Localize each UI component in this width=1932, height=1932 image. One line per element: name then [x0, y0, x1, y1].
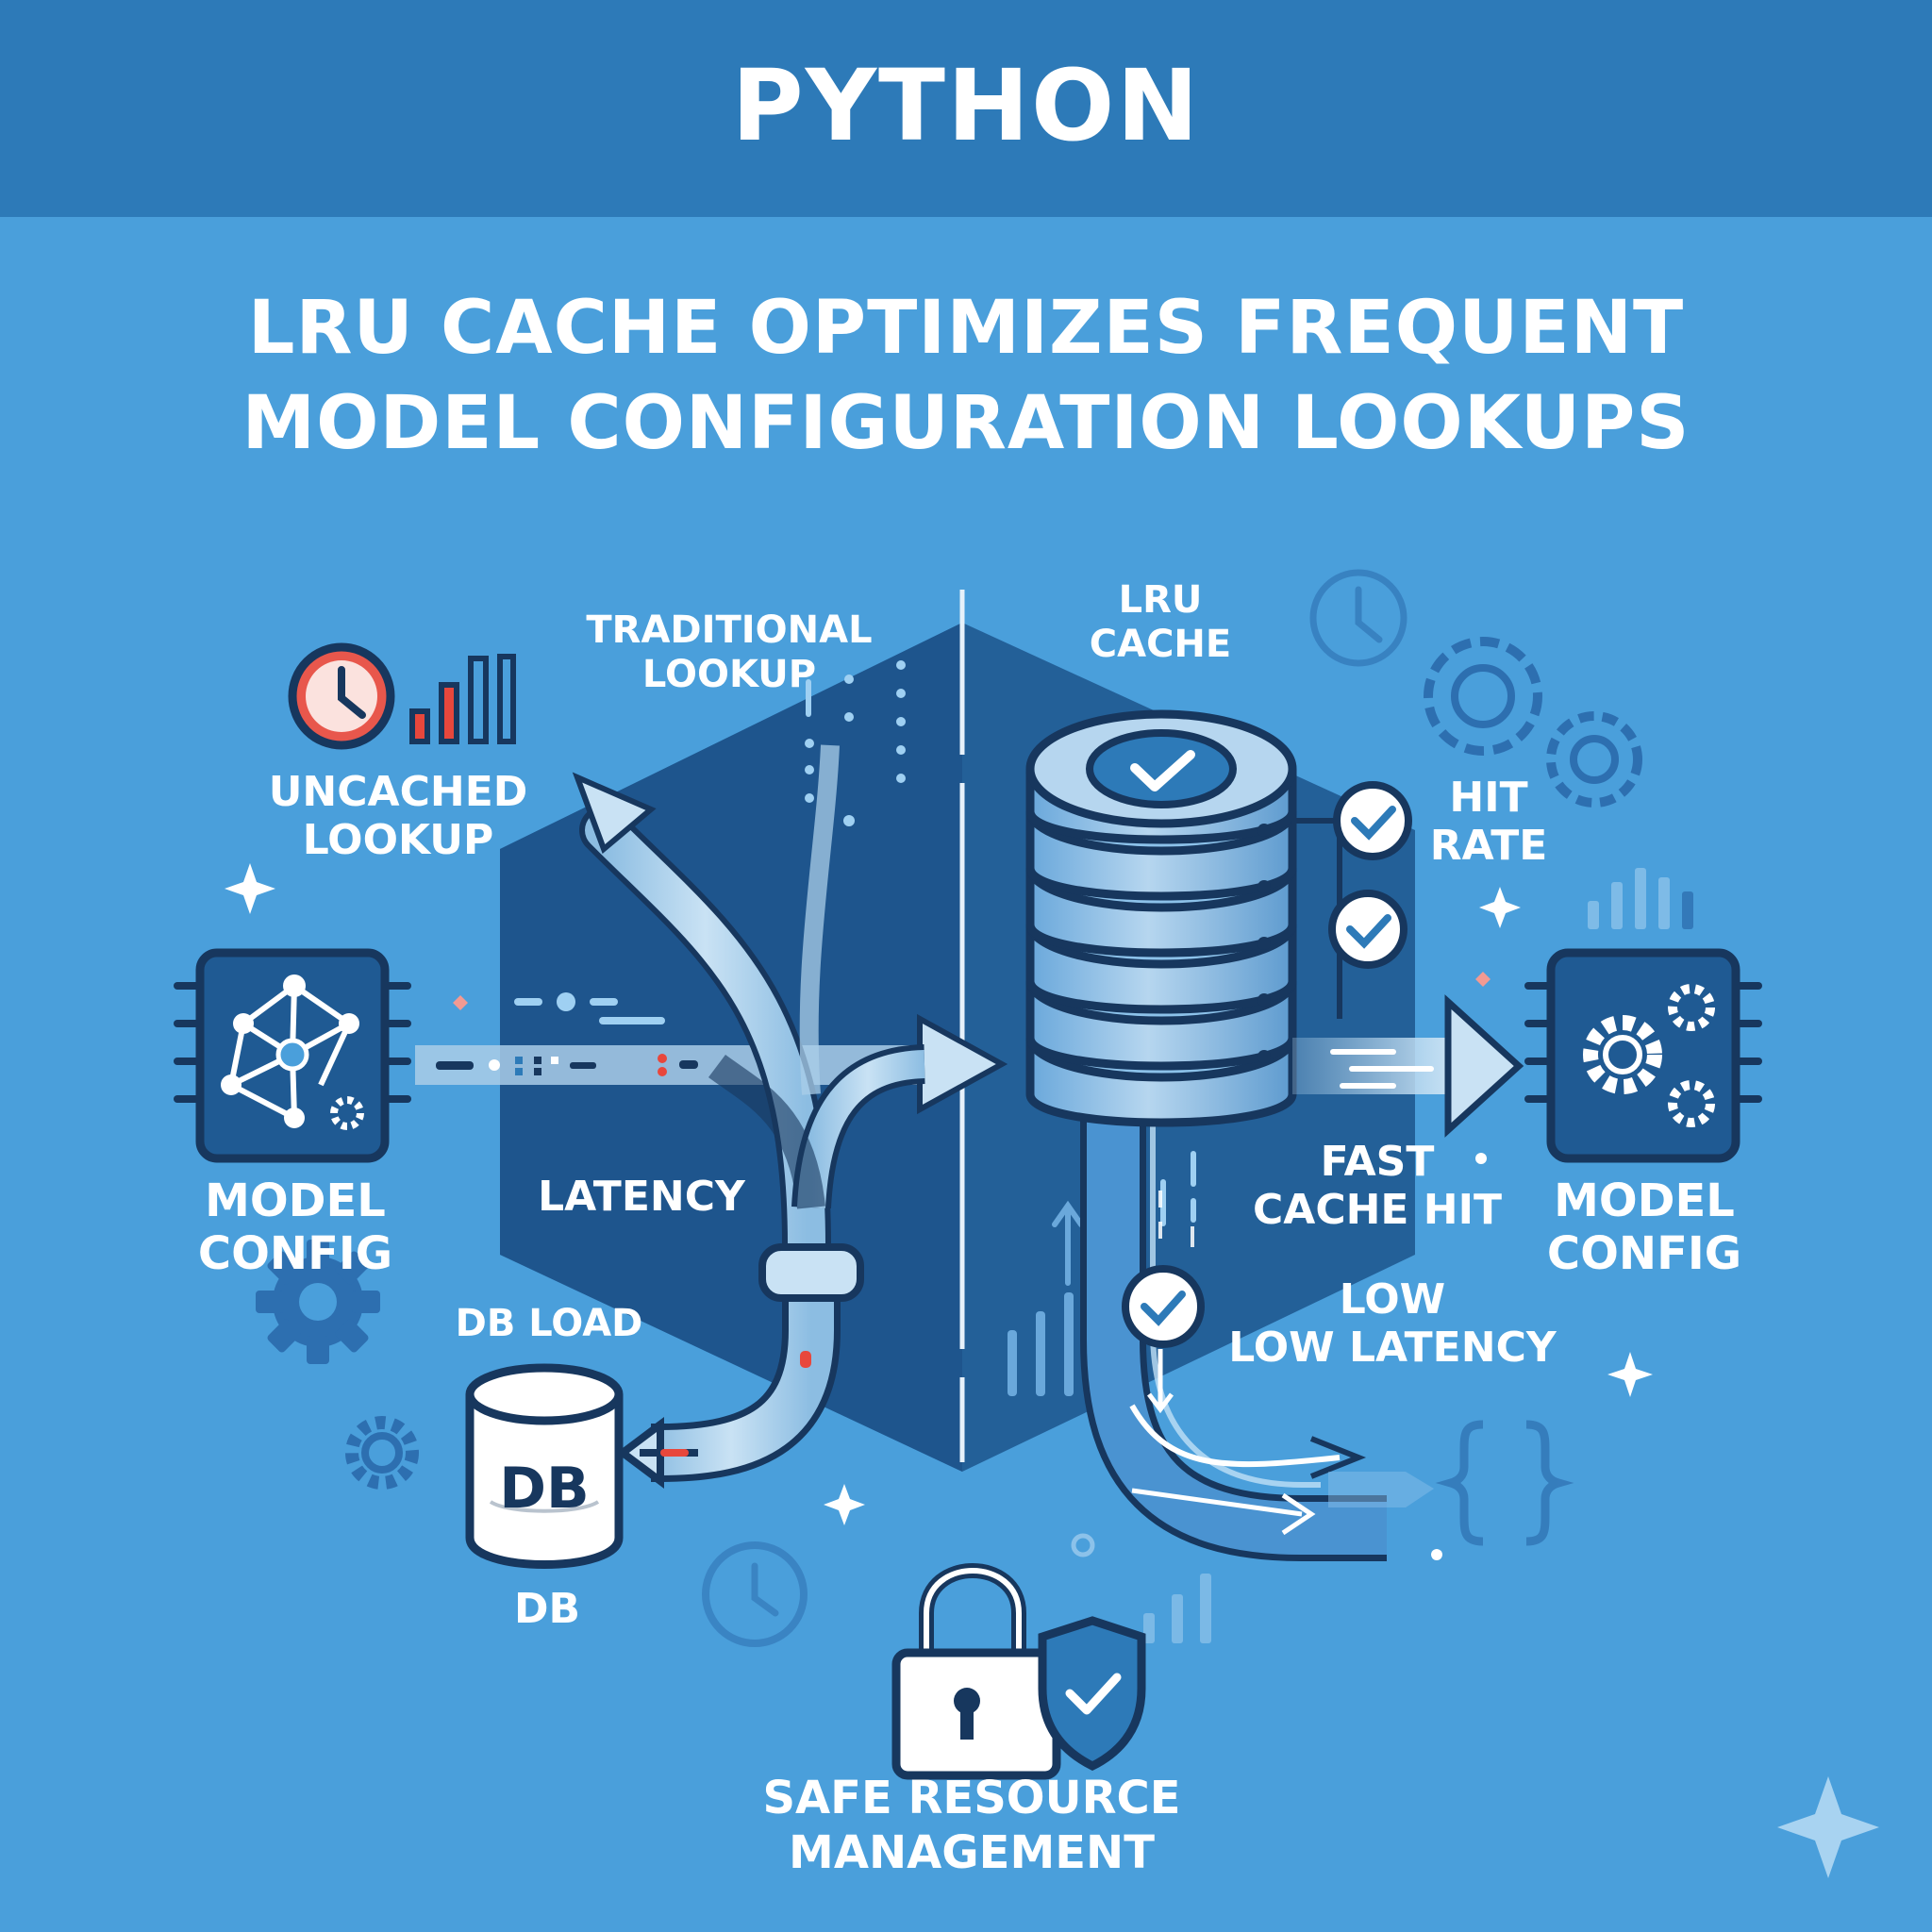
db-caption: DB	[514, 1585, 580, 1633]
uncached-arrow-head	[572, 772, 657, 855]
gear-icon-bottom-left	[256, 1240, 380, 1364]
faint-bar-chart-bottom	[1143, 1574, 1211, 1643]
model-config-left-line-1: MODEL	[205, 1174, 386, 1227]
hit-rate-line-1: HIT	[1449, 774, 1528, 822]
db-icon-label: DB	[499, 1456, 590, 1522]
gear-icon-outline-small	[1546, 711, 1642, 808]
branch-pipe-left	[708, 1054, 825, 1209]
sparkle-icon	[225, 863, 1879, 1878]
headline-line-2: MODEL CONFIGURATION LOOKUPS	[242, 381, 1690, 466]
gear-icon-outline-large	[1424, 637, 1542, 756]
db-caption-text: DB	[513, 1585, 581, 1633]
pipe-coupling	[758, 1243, 864, 1302]
signal-dashes	[514, 992, 665, 1024]
low-latency-arrow	[1129, 1404, 1341, 1468]
model-config-right-line-2: CONFIG	[1546, 1227, 1742, 1281]
data-stream-dots	[805, 660, 1196, 1226]
low-latency-line-2: LOW LATENCY	[1228, 1324, 1557, 1373]
lru-cache-line-1: LRU	[1118, 578, 1203, 622]
red-diamond-spark	[453, 972, 1491, 1010]
traditional-lookup-label: TRADITIONAL LOOKUP	[586, 608, 872, 697]
hit-rate-label: HIT RATE	[1430, 774, 1548, 871]
hit-rate-line-2: RATE	[1429, 822, 1548, 871]
check-icon-cache	[1086, 729, 1237, 808]
dot	[1431, 1549, 1442, 1560]
faint-bar-chart-right	[1588, 868, 1693, 929]
red-clock-icon	[288, 642, 395, 750]
dot	[1475, 1153, 1487, 1164]
red-bar-chart-icon	[409, 654, 516, 744]
latency-label: LATENCY	[538, 1173, 745, 1221]
model-config-right-label: MODEL CONFIG	[1547, 1174, 1741, 1280]
gear-icon-small-left	[345, 1416, 419, 1490]
lru-cache-line-2: CACHE	[1089, 622, 1232, 666]
check-icon-hit-2	[1328, 890, 1407, 969]
traditional-lookup-line-2: LOOKUP	[641, 652, 817, 696]
safe-resource-label: SAFE RESOURCE MANAGEMENT	[762, 1772, 1180, 1880]
down-arrow	[1147, 1349, 1174, 1414]
check-icon-hit-1	[1333, 781, 1412, 860]
lock-icon	[891, 1563, 1061, 1780]
model-config-left-label: MODEL CONFIG	[198, 1174, 392, 1280]
model-config-right-line-1: MODEL	[1554, 1174, 1735, 1227]
headline-line-1: LRU CACHE OPTIMIZES FREQUENT	[247, 286, 1685, 371]
uncached-lookup-label: UNCACHED LOOKUP	[269, 768, 528, 865]
fast-hit-arrow	[1292, 994, 1524, 1138]
red-marker	[800, 1351, 811, 1368]
safe-resource-line-1: SAFE RESOURCE	[762, 1772, 1181, 1824]
faint-clock-icon	[702, 1541, 808, 1647]
faint-clock-icon-top	[1309, 569, 1407, 667]
data-packet-dots	[436, 1054, 698, 1076]
fast-cache-hit-line-1: FAST	[1320, 1138, 1435, 1186]
uncached-lookup-line-1: UNCACHED	[268, 768, 528, 816]
network-chip-icon	[174, 948, 411, 1163]
header-title: PYTHON	[731, 48, 1201, 163]
header-bar: PYTHON	[0, 0, 1932, 217]
gear-chip-icon	[1524, 948, 1762, 1163]
up-arrow	[1052, 1200, 1084, 1286]
safe-resource-line-2: MANAGEMENT	[789, 1825, 1155, 1879]
panel-bar-chart	[1008, 1292, 1074, 1396]
shield-icon	[1038, 1616, 1146, 1772]
check-icon-low-latency	[1122, 1265, 1205, 1348]
model-config-left-line-2: CONFIG	[197, 1227, 393, 1281]
headline: LRU CACHE OPTIMIZES FREQUENT MODEL CONFI…	[0, 281, 1932, 472]
low-latency-label: LOW LOW LATENCY	[1228, 1275, 1556, 1373]
fast-cache-hit-line-2: CACHE HIT	[1252, 1186, 1503, 1235]
db-load-label: DB LOAD	[456, 1302, 643, 1346]
db-arrow-red-dash	[660, 1449, 689, 1457]
branch-pipe-mid	[799, 744, 840, 1095]
braces-icon	[1435, 1420, 1574, 1546]
fast-cache-hit-label: FAST CACHE HIT	[1253, 1138, 1502, 1235]
ring-dot	[1071, 1533, 1095, 1557]
db-load-text: DB LOAD	[455, 1302, 643, 1345]
database-icon	[465, 1363, 624, 1569]
low-latency-line-1: LOW	[1339, 1275, 1446, 1324]
uncached-lookup-line-2: LOOKUP	[302, 816, 494, 865]
lru-cache-label: LRU CACHE	[1090, 578, 1231, 667]
latency-text: LATENCY	[538, 1173, 745, 1221]
traditional-lookup-line-1: TRADITIONAL	[586, 608, 873, 652]
